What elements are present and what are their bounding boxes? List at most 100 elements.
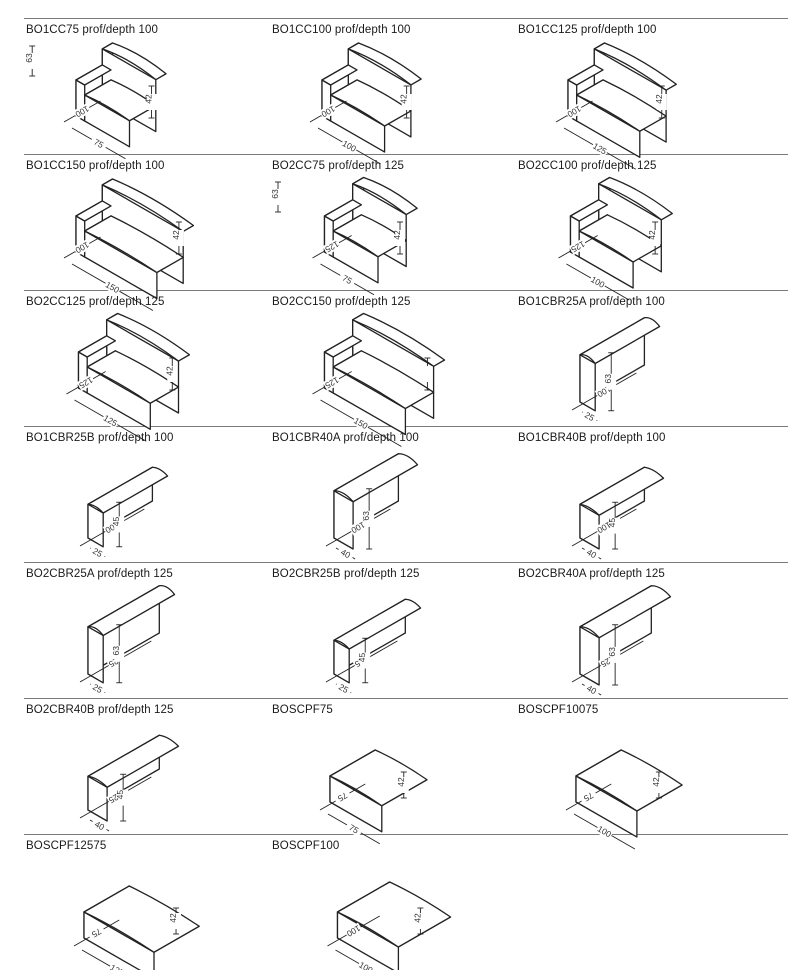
- block-top-face: [333, 453, 419, 503]
- dim-width-label: 75: [92, 137, 105, 151]
- dim-seat-height-label-bg: [167, 366, 178, 382]
- dim-depth-label-bg: [72, 239, 92, 256]
- dim-width-label-bg: [339, 137, 359, 155]
- dim-seat-height-label: 42: [399, 94, 409, 104]
- row-separator: [24, 698, 788, 699]
- dim-width-label: 75: [347, 822, 360, 836]
- dim-depth-label: 75: [90, 926, 103, 940]
- dim-seat-height-label-bg: [422, 366, 433, 382]
- product-code: BO2CBR25A prof/depth 125: [26, 568, 173, 580]
- product-illustration: 1257542: [73, 885, 200, 970]
- dim-height-label-bg: [610, 517, 621, 534]
- dim-thickness-label: 25: [91, 546, 104, 560]
- dim-thickness-label-bg: [580, 408, 600, 425]
- dim-seat-height-label-bg: [653, 777, 664, 793]
- block-top-face: [579, 316, 661, 365]
- dim-width-label-bg: [588, 273, 608, 291]
- dim-thickness-label: 40: [585, 683, 598, 697]
- dim-depth-label-bg: [76, 374, 96, 392]
- block-top-face: [87, 734, 180, 788]
- dim-depth-label-bg: [322, 374, 342, 392]
- dim-depth-label: 75: [336, 790, 349, 804]
- block-front-face: [579, 354, 596, 412]
- dim-depth-label-bg: [322, 238, 342, 256]
- armrest-top-face: [567, 64, 604, 86]
- block-front-face: [87, 626, 104, 684]
- dim-width-label-bg: [351, 414, 371, 432]
- product-code: BO1CC75 prof/depth 100: [26, 24, 158, 36]
- dim-width-label-bg: [103, 278, 122, 296]
- dim-width-label-bg: [344, 820, 364, 838]
- dim-height-label-bg: [273, 189, 283, 205]
- pouf-top-face: [336, 881, 452, 948]
- product-code: BOSCPF75: [272, 704, 333, 716]
- dim-width-label: 75: [341, 273, 354, 287]
- product-drawing: 1257542: [73, 885, 200, 970]
- dim-width-label: 100: [341, 138, 359, 154]
- product-code: BO1CC125 prof/depth 100: [518, 24, 657, 36]
- row-separator: [24, 290, 788, 291]
- dim-height-label-bg: [610, 646, 621, 663]
- row-separator: [24, 154, 788, 155]
- dim-depth-label-bg: [333, 788, 353, 806]
- dim-length-label-bg: [594, 519, 614, 536]
- dim-seat-height-label-bg: [398, 777, 409, 793]
- dim-height-label: 45: [111, 517, 121, 527]
- row-separator: [24, 562, 788, 563]
- product-code: BO2CBR40B prof/depth 125: [26, 704, 174, 716]
- seat-cushion-top-face: [332, 214, 407, 258]
- backrest-top-face: [352, 312, 446, 367]
- block-top-face: [579, 466, 665, 516]
- product-code: BOSCPF12575: [26, 840, 107, 852]
- dim-seat-height-label: 42: [412, 913, 422, 923]
- dim-seat-height-label-bg: [171, 913, 182, 929]
- dim-height-label-bg: [118, 789, 129, 806]
- dim-width-label-bg: [89, 135, 109, 152]
- dim-height-label: 45: [115, 790, 125, 800]
- block-top-face: [87, 584, 176, 637]
- product-code: BO1CC100 prof/depth 100: [272, 24, 411, 36]
- dim-thickness-label-bg: [88, 680, 108, 697]
- dim-thickness-label-bg: [582, 545, 601, 562]
- seat-cushion-top-face: [330, 79, 412, 127]
- dim-thickness-label: 25: [337, 682, 350, 696]
- product-code: BO1CBR40B prof/depth 100: [518, 432, 666, 444]
- block-top-face: [579, 585, 672, 639]
- pouf-top-face: [575, 749, 683, 812]
- dim-width-label: 100: [357, 960, 375, 970]
- row-separator: [24, 18, 788, 19]
- backrest-top-face: [106, 312, 191, 362]
- dim-seat-height-label-bg: [401, 94, 412, 110]
- dim-height-label: 63: [111, 646, 121, 656]
- product-code: BO1CBR25B prof/depth 100: [26, 432, 174, 444]
- row-separator: [24, 834, 788, 835]
- dim-depth-label-bg: [72, 103, 92, 120]
- dim-thickness-label-bg: [334, 680, 354, 697]
- dim-height-label-bg: [114, 516, 125, 533]
- dim-seat-height-label: 42: [171, 230, 181, 240]
- backrest-top-face: [101, 178, 195, 233]
- product-code: BO2CC75 prof/depth 125: [272, 160, 404, 172]
